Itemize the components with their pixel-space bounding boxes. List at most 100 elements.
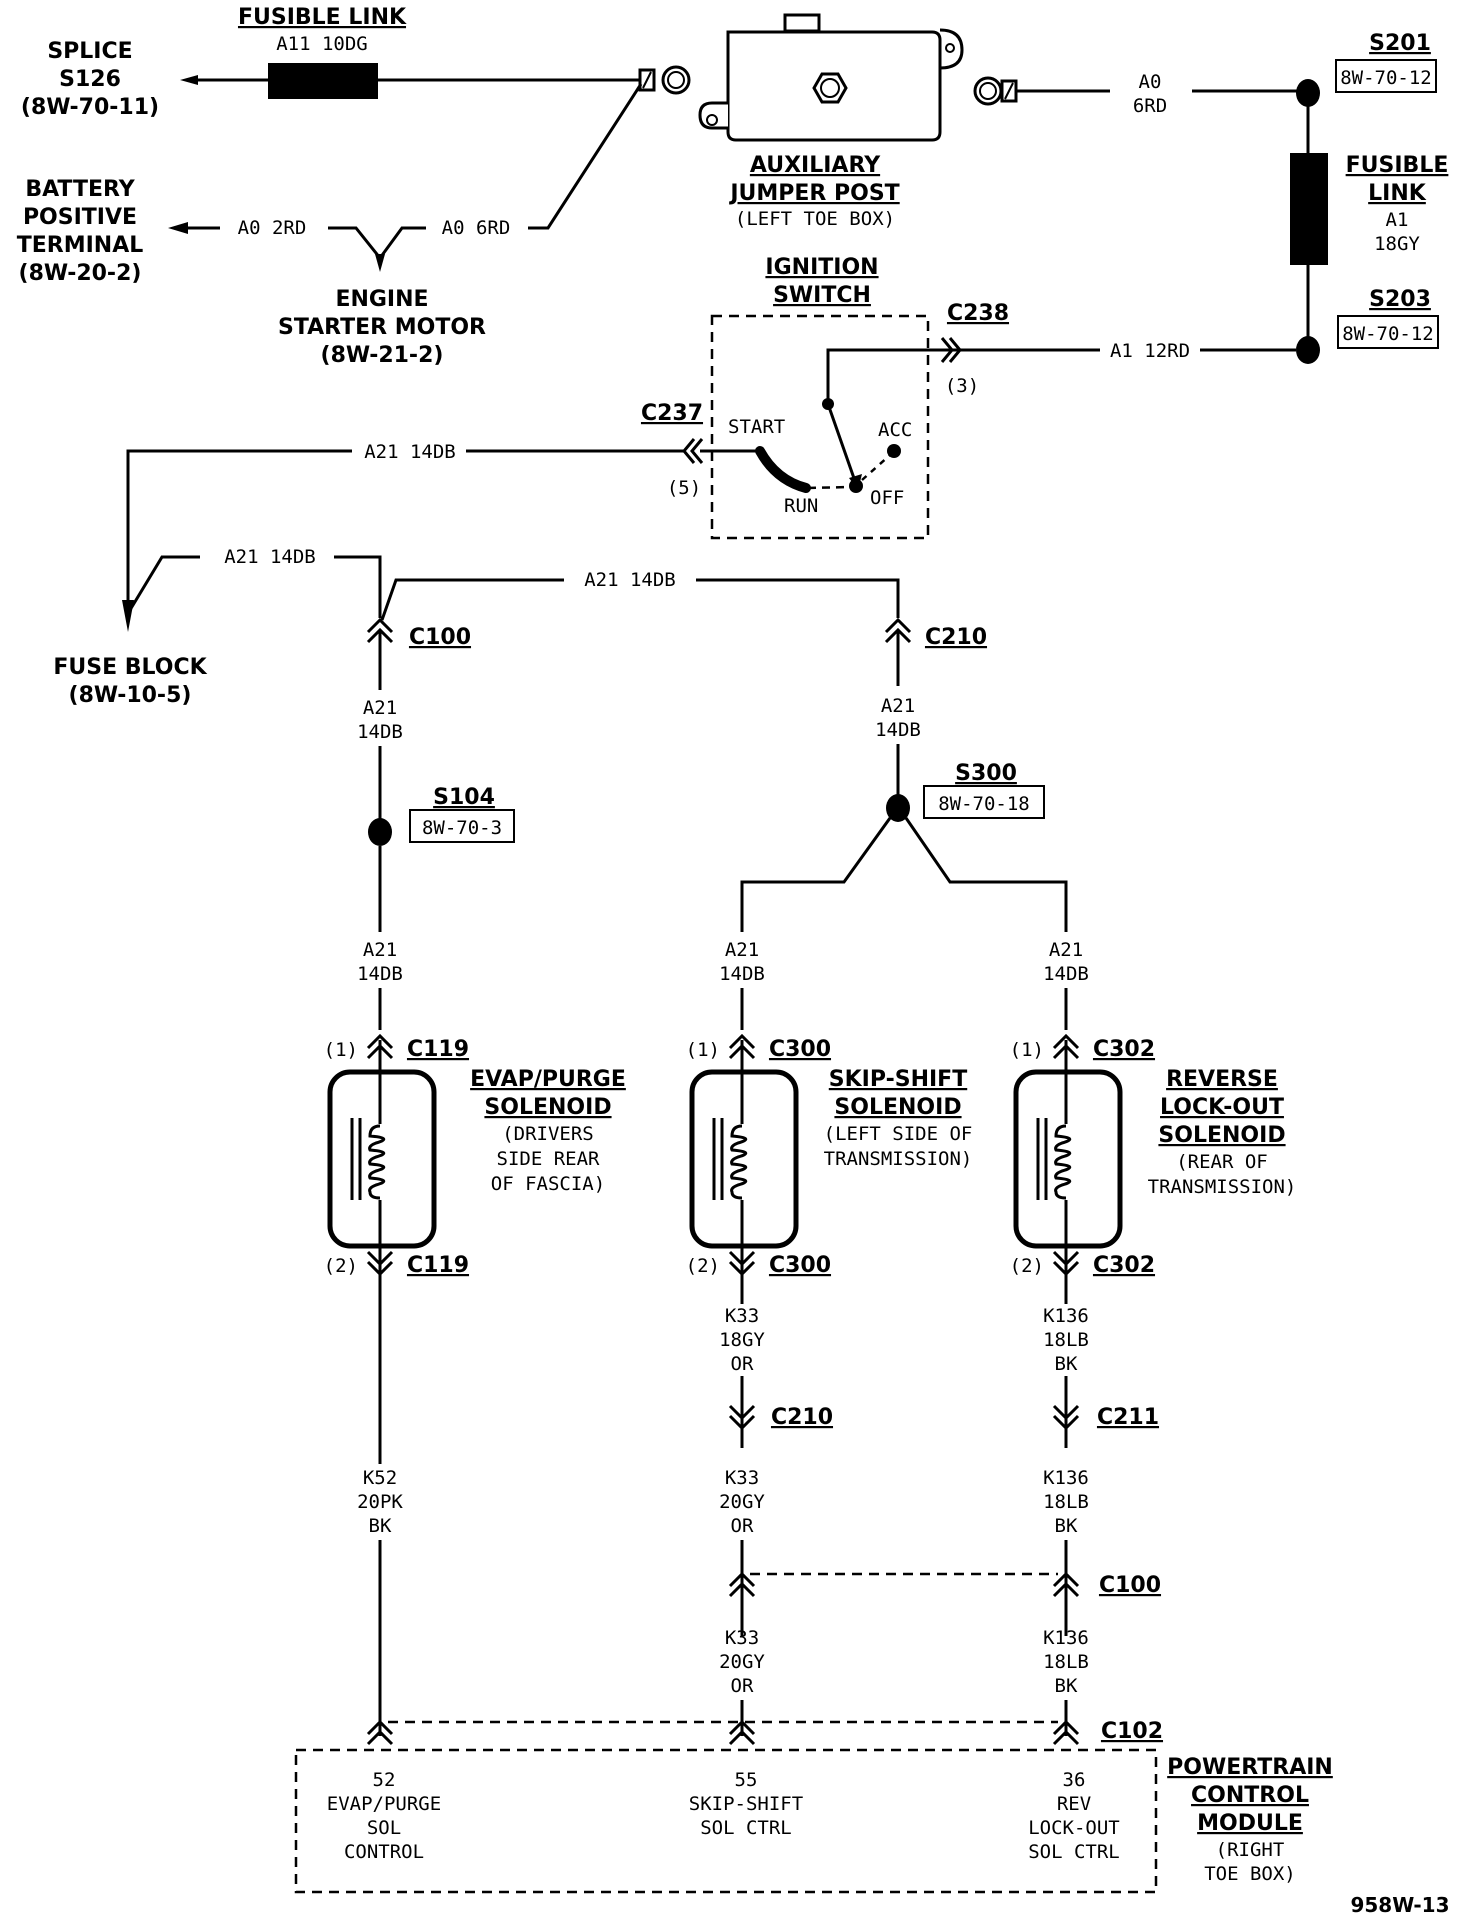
c102-label: C102 bbox=[1101, 1719, 1163, 1744]
svg-text:REV: REV bbox=[1057, 1793, 1091, 1815]
pin2-label: (2) bbox=[1010, 1255, 1044, 1277]
solenoid-title: SOLENOID bbox=[834, 1095, 961, 1120]
pos-run: RUN bbox=[784, 495, 818, 517]
solenoid-2: (1)C302(2)C302REVERSELOCK-OUTSOLENOID(RE… bbox=[1010, 1033, 1297, 1278]
solenoid-title: EVAP/PURGE bbox=[470, 1067, 626, 1092]
svg-text:SPLICE: SPLICE bbox=[47, 39, 132, 64]
svg-text:(8W-20-2): (8W-20-2) bbox=[19, 261, 142, 286]
svg-text:BATTERY: BATTERY bbox=[25, 177, 135, 202]
c211-connector-icon bbox=[1052, 1404, 1080, 1431]
solenoid-location: TRANSMISSION) bbox=[1148, 1176, 1297, 1198]
wire-label-6rd: 6RD bbox=[1133, 95, 1167, 117]
pos-off: OFF bbox=[870, 487, 904, 509]
switch-off-contact bbox=[849, 479, 863, 493]
wire-label-col2-14db: 14DB bbox=[719, 963, 765, 985]
wire-label-left-14db: 14DB bbox=[357, 721, 403, 743]
wire-label-18lb-b: 18LB bbox=[1043, 1491, 1089, 1513]
wire-label-k136-c: K136 bbox=[1043, 1627, 1089, 1649]
wire-a21-to-fuse-b bbox=[126, 449, 352, 610]
pin2-label: (2) bbox=[686, 1255, 720, 1277]
wire-label-a0: A0 bbox=[1139, 71, 1162, 93]
c210-low-label: C210 bbox=[771, 1405, 833, 1430]
svg-text:(8W-10-5): (8W-10-5) bbox=[69, 683, 192, 708]
pcm-title: POWERTRAIN CONTROL MODULE (RIGHT TOE BOX… bbox=[1167, 1755, 1333, 1885]
pcm-pin-52: 52 EVAP/PURGE SOL CONTROL bbox=[327, 1769, 441, 1863]
svg-text:STARTER MOTOR: STARTER MOTOR bbox=[278, 315, 486, 340]
wire-a21-fuse-return-b bbox=[334, 555, 382, 618]
svg-text:SKIP-SHIFT: SKIP-SHIFT bbox=[689, 1793, 803, 1815]
wire-label-k33-a: K33 bbox=[725, 1305, 759, 1327]
solenoid-location: SIDE REAR bbox=[497, 1148, 601, 1170]
svg-text:LINK: LINK bbox=[1368, 181, 1427, 206]
splice-s104 bbox=[368, 818, 392, 846]
svg-text:SOL: SOL bbox=[367, 1817, 401, 1839]
svg-text:SWITCH: SWITCH bbox=[773, 283, 871, 308]
wire-a21-top-long-b bbox=[696, 578, 900, 618]
s203-label: S203 bbox=[1369, 287, 1431, 312]
c237-pin: (5) bbox=[667, 477, 701, 499]
wire-a21-fuse-return-a bbox=[128, 555, 200, 611]
solenoid-title: SOLENOID bbox=[1158, 1123, 1285, 1148]
wire-label-k52: K52 bbox=[363, 1467, 397, 1489]
wire-label-a0-2rd: A0 2RD bbox=[238, 217, 307, 239]
wire-label-k136-a: K136 bbox=[1043, 1305, 1089, 1327]
s201-label: S201 bbox=[1369, 31, 1431, 56]
wire-label-k33-c: K33 bbox=[725, 1627, 759, 1649]
svg-text:52: 52 bbox=[373, 1769, 396, 1791]
pos-start: START bbox=[728, 416, 785, 438]
coil-icon bbox=[368, 1124, 386, 1200]
connector-label: C300 bbox=[769, 1037, 831, 1062]
fusible-link-a1-label: FUSIBLE LINK A1 18GY bbox=[1346, 153, 1449, 255]
ignition-switch-box bbox=[710, 314, 930, 540]
solenoid-title: LOCK-OUT bbox=[1160, 1095, 1284, 1120]
svg-text:36: 36 bbox=[1063, 1769, 1086, 1791]
svg-text:55: 55 bbox=[735, 1769, 758, 1791]
c238-connector-icon bbox=[940, 337, 962, 363]
solenoid-location: (REAR OF bbox=[1176, 1151, 1268, 1173]
solenoid-location: TRANSMISSION) bbox=[824, 1148, 973, 1170]
solenoid-location: (LEFT SIDE OF bbox=[824, 1123, 973, 1145]
s104-ref: 8W-70-3 bbox=[422, 817, 502, 839]
connector-label: C119 bbox=[407, 1037, 469, 1062]
wire-label-18lb-c: 18LB bbox=[1043, 1651, 1089, 1673]
arrow-to-splice bbox=[180, 75, 198, 85]
wire-label-18gy: 18GY bbox=[719, 1329, 765, 1351]
diagram-id: 958W-13 bbox=[1350, 1893, 1449, 1917]
c237-connector-icon bbox=[682, 438, 704, 464]
svg-text:POSITIVE: POSITIVE bbox=[23, 205, 137, 230]
wire-label-col1-14db: 14DB bbox=[357, 963, 403, 985]
pcm-pin-55: 55 SKIP-SHIFT SOL CTRL bbox=[689, 1769, 803, 1839]
pin1-label: (1) bbox=[1010, 1039, 1044, 1061]
fusible-link-a11 bbox=[268, 63, 378, 99]
wire-label-col3-14db: 14DB bbox=[1043, 963, 1089, 985]
svg-text:S126: S126 bbox=[59, 67, 121, 92]
wire-label-or-a: OR bbox=[731, 1353, 754, 1375]
switch-acc-contact bbox=[887, 444, 901, 458]
pos-acc: ACC bbox=[878, 419, 912, 441]
wire-label-18lb-a: 18LB bbox=[1043, 1329, 1089, 1351]
switch-run-off-path bbox=[807, 485, 851, 490]
s104-label: S104 bbox=[433, 785, 495, 810]
svg-text:EVAP/PURGE: EVAP/PURGE bbox=[327, 1793, 441, 1815]
pin1-label: (1) bbox=[324, 1039, 358, 1061]
auxiliary-jumper-post bbox=[638, 13, 1018, 142]
wire-label-a1-12rd: A1 12RD bbox=[1110, 340, 1190, 362]
s300-ref-box bbox=[923, 785, 1045, 819]
svg-text:AUXILIARY: AUXILIARY bbox=[750, 153, 881, 178]
wire-label-or-b: OR bbox=[731, 1515, 754, 1537]
wire-label-a11: A11 10DG bbox=[276, 33, 368, 55]
svg-text:JUMPER POST: JUMPER POST bbox=[728, 181, 899, 206]
wire-label-20pk: 20PK bbox=[357, 1491, 403, 1513]
wire-label-a21-top-long: A21 14DB bbox=[584, 569, 676, 591]
wire-y-junction bbox=[328, 226, 426, 261]
connector-label: C302 bbox=[1093, 1037, 1155, 1062]
wire-a0-6rd-left bbox=[528, 83, 643, 230]
c210-top-label: C210 bbox=[925, 625, 987, 650]
solenoid-group: (1)C119(2)C119EVAP/PURGESOLENOID(DRIVERS… bbox=[324, 1033, 1297, 1278]
coil-icon bbox=[730, 1124, 748, 1200]
wire-label-a21-top: A21 14DB bbox=[364, 441, 456, 463]
connector-label: C302 bbox=[1093, 1253, 1155, 1278]
svg-text:(RIGHT: (RIGHT bbox=[1216, 1839, 1285, 1861]
svg-text:A1: A1 bbox=[1386, 209, 1409, 231]
s104-ref-box bbox=[409, 809, 515, 843]
